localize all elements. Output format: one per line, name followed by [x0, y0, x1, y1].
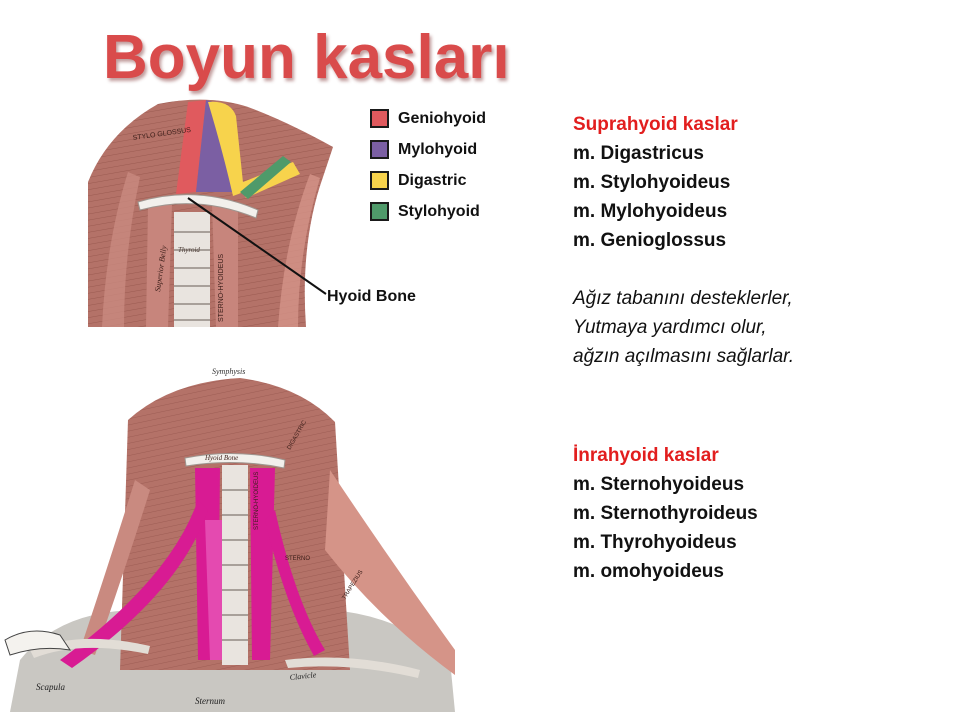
hyoid-bone	[184, 452, 286, 469]
hyoid-bone	[137, 194, 259, 219]
scapula-label: Scapula	[36, 682, 65, 692]
sternocleidomastoid-label: STERNO	[285, 556, 310, 562]
omohyoid-right	[265, 510, 325, 656]
suprahyoid-note: ağzın açılmasını sağlarlar.	[573, 346, 795, 367]
omohyoid-left	[60, 500, 208, 668]
region-label: STERNO-HYOIDEUS	[218, 254, 225, 322]
suprahyoid-item: m. Digastricus	[573, 143, 704, 164]
legend-swatch	[370, 109, 389, 128]
legend-swatch	[370, 202, 389, 221]
suprahyoid-item: m. Stylohyoideus	[573, 172, 731, 193]
infrahyoid-item: m. Sternohyoideus	[573, 474, 745, 495]
slide-title: Boyun kasları	[103, 23, 510, 92]
infrahyoid-item: m. Sternothyroideus	[573, 503, 758, 524]
suprahyoid-note: Ağız tabanını desteklerler,	[573, 288, 793, 309]
legend-swatch	[370, 140, 389, 159]
infrahyoid-item: m. omohyoideus	[573, 561, 724, 582]
infrahyoid-section: İnrahyoid kaslar m. Sternohyoideus m. St…	[573, 441, 943, 586]
clavicle	[285, 657, 420, 678]
geniohyoid-muscle	[176, 100, 206, 194]
suprahyoid-section: Suprahyoid kaslar m. Digastricus m. Styl…	[573, 110, 943, 371]
infrahyoid-item: m. Thyrohyoideus	[573, 532, 737, 553]
legend-label: Geniohyoid	[398, 110, 486, 127]
spacer	[573, 255, 943, 284]
legend-label: Digastric	[398, 172, 467, 189]
region-label: Thyroid	[178, 246, 200, 254]
symphysis-label: Symphysis	[212, 367, 245, 376]
digastric-muscle	[208, 101, 244, 196]
stylohyoid-muscle	[240, 156, 291, 199]
legend-swatch	[370, 171, 389, 190]
sternothyroid-left	[205, 520, 222, 660]
legend-label: Mylohyoid	[398, 141, 478, 158]
suprahyoid-item: m. Genioglossus	[573, 230, 727, 251]
suprahyoid-heading: Suprahyoid kaslar	[573, 114, 738, 135]
clavicle-label: Clavicle	[289, 670, 317, 682]
sternohyoid-label: STERNO-HYOIDEUS	[254, 472, 260, 530]
trapezius	[325, 470, 455, 675]
infrahyoid-heading: İnrahyoid kaslar	[573, 445, 719, 466]
legend-label: Stylohyoid	[398, 203, 480, 220]
infrahyoid-neck-illustration: Symphysis Hyoid Bone Sternum Scapula Cla…	[4, 367, 455, 712]
hyoid-bone-small-label: Hyoid Bone	[204, 454, 238, 462]
hyoid-pointer-line	[187, 197, 327, 295]
hyoid-bone-label: Hyoid Bone	[327, 288, 416, 305]
sternum-label: Sternum	[195, 696, 225, 706]
suprahyoid-neck-illustration: STYLO GLOSSUS Superior Belly STERNO-HYOI…	[88, 99, 333, 327]
suprahyoid-note: Yutmaya yardımcı olur,	[573, 317, 767, 338]
suprahyoid-item: m. Mylohyoideus	[573, 201, 728, 222]
sternohyoid-right	[250, 468, 275, 660]
